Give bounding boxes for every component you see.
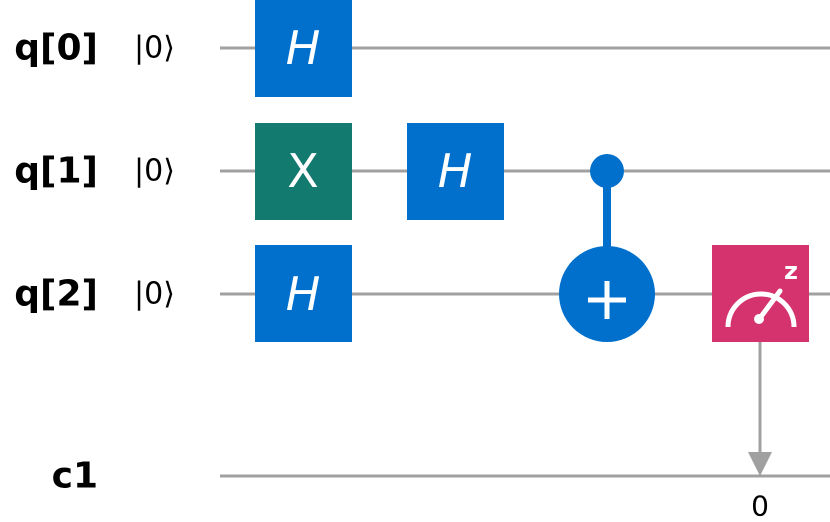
init-state-q1: |0⟩ — [134, 154, 175, 189]
register-label-q1: q[1] — [14, 151, 98, 192]
h-gate-q0-label: H — [286, 21, 321, 75]
measure-basis-label: z — [784, 257, 798, 285]
h-gate-q1: H — [407, 123, 504, 220]
measure-gate-q2: z — [712, 245, 809, 476]
cnot-gate — [559, 154, 655, 342]
register-label-q2: q[2] — [14, 274, 98, 315]
classical-bit-index: 0 — [751, 490, 769, 522]
init-state-q0: |0⟩ — [134, 31, 175, 66]
x-gate-q1-box — [255, 123, 352, 220]
measure-arrow-head — [748, 452, 772, 476]
x-gate-q1-label: X — [287, 144, 319, 198]
register-label-q0: q[0] — [14, 28, 98, 69]
h-gate-q1-box — [407, 123, 504, 220]
init-state-q2: |0⟩ — [134, 277, 175, 312]
cnot-control-dot — [590, 154, 624, 188]
h-gate-q2: H — [255, 245, 352, 342]
h-gate-q0: H — [255, 0, 352, 97]
meter-needle-icon — [757, 288, 783, 321]
h-gate-q2-label: H — [286, 267, 321, 321]
h-gate-q2-box — [255, 245, 352, 342]
meter-arc-icon — [725, 291, 797, 328]
meter-pivot-icon — [754, 314, 764, 324]
register-label-c1: c1 — [52, 456, 98, 497]
h-gate-q1-label: H — [438, 144, 473, 198]
x-gate-q1: X — [255, 123, 352, 220]
h-gate-q0-box — [255, 0, 352, 97]
